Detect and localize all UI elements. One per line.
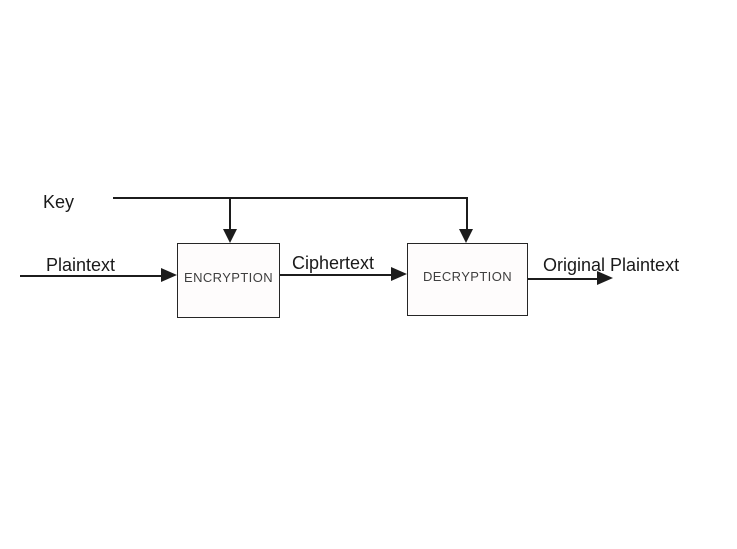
original-plaintext-label: Original Plaintext	[543, 255, 680, 275]
original-plaintext-arrow-line	[528, 278, 597, 280]
arrow-right-icon	[161, 268, 177, 282]
encryption-box: ENCRYPTION	[177, 243, 280, 318]
encryption-box-label: ENCRYPTION	[184, 270, 273, 285]
key-branch-decryption-line	[466, 197, 468, 230]
ciphertext-label: Ciphertext	[292, 253, 375, 273]
ciphertext-arrow-line	[280, 274, 391, 276]
decryption-box: DECRYPTION	[407, 243, 528, 316]
decryption-box-label: DECRYPTION	[423, 269, 512, 284]
arrow-down-icon	[223, 229, 237, 243]
key-line	[113, 197, 467, 199]
arrow-right-icon	[391, 267, 407, 281]
arrow-right-icon	[597, 271, 613, 285]
plaintext-arrow-line	[20, 275, 161, 277]
plaintext-label: Plaintext	[46, 255, 116, 275]
key-branch-encryption-line	[229, 197, 231, 230]
key-label: Key	[43, 192, 75, 212]
arrow-down-icon	[459, 229, 473, 243]
